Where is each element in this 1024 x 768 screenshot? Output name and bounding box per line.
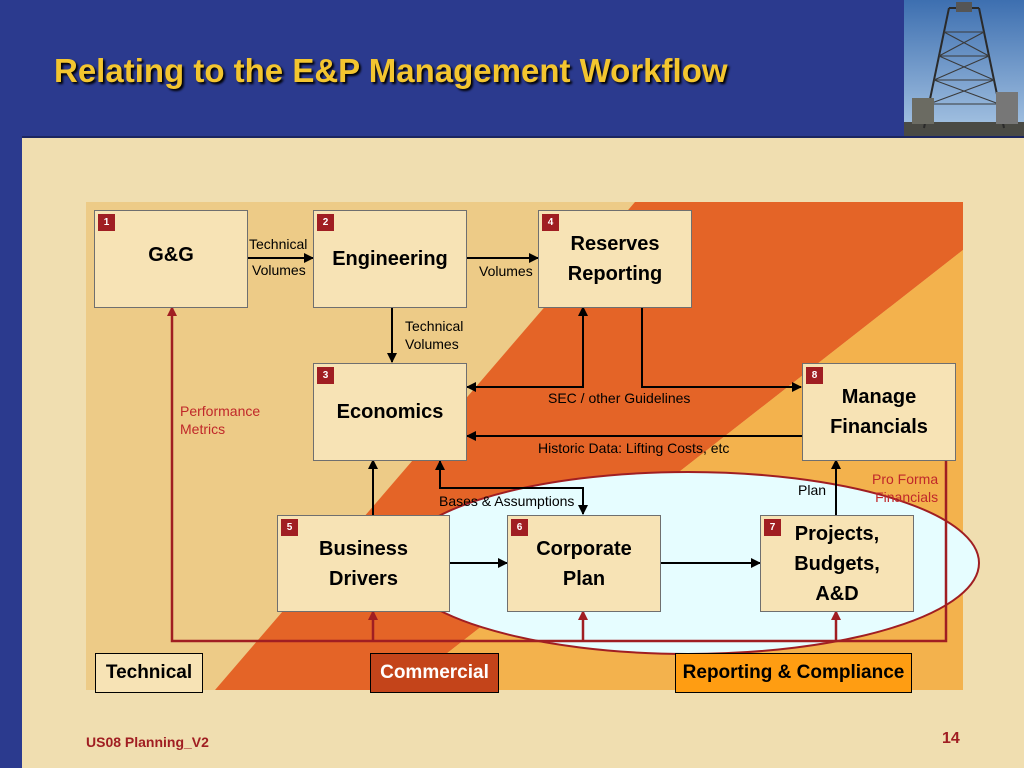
label-technical-1: Technical xyxy=(249,236,308,252)
box-manage-financials: 8 Manage Financials xyxy=(802,363,956,461)
box-label: Economics xyxy=(336,401,444,423)
legend-commercial: Commercial xyxy=(370,653,499,693)
label-volumes-2: Volumes xyxy=(479,263,533,279)
box-label: Business Drivers xyxy=(319,537,408,590)
label-volumes-1: Volumes xyxy=(252,262,306,278)
box-label: G&G xyxy=(148,244,194,266)
box-label: Corporate Plan xyxy=(536,537,632,590)
step-badge: 4 xyxy=(542,214,559,231)
box-projects-budgets: 7 Projects, Budgets, A&D xyxy=(760,515,914,612)
step-badge: 5 xyxy=(281,519,298,536)
box-business-drivers: 5 Business Drivers xyxy=(277,515,450,612)
legend-technical: Technical xyxy=(95,653,203,693)
legend-reporting-compliance: Reporting & Compliance xyxy=(675,653,912,693)
label-performance-metrics: Performance Metrics xyxy=(180,403,261,437)
label-bases-assumptions: Bases & Assumptions xyxy=(439,493,575,509)
step-badge: 3 xyxy=(317,367,334,384)
box-engineering: 2 Engineering xyxy=(313,210,467,308)
label-plan: Plan xyxy=(798,482,827,498)
box-label: Engineering xyxy=(332,248,448,270)
box-label: Projects, Budgets, A&D xyxy=(794,522,880,605)
step-badge: 7 xyxy=(764,519,781,536)
box-economics: 3 Economics xyxy=(313,363,467,461)
box-label: Manage Financials xyxy=(830,386,928,438)
footer-label: US08 Planning_V2 xyxy=(86,734,209,750)
page-title: Relating to the E&P Management Workflow xyxy=(54,52,728,89)
box-label: Reserves Reporting xyxy=(567,233,663,285)
page-number: 14 xyxy=(942,730,960,747)
label-sec-guidelines: SEC / other Guidelines xyxy=(548,390,691,406)
step-badge: 8 xyxy=(806,367,823,384)
label-technical-volumes-2: Technical Volumes xyxy=(405,318,464,352)
feedback-line xyxy=(167,306,948,643)
step-badge: 1 xyxy=(98,214,115,231)
left-accent-bar xyxy=(0,0,22,768)
box-reserves-reporting: 4 Reserves Reporting xyxy=(538,210,692,308)
title-bar: Relating to the E&P Management Workflow xyxy=(22,0,1024,138)
step-badge: 6 xyxy=(511,519,528,536)
step-badge: 2 xyxy=(317,214,334,231)
drilling-rig-photo xyxy=(904,0,1024,136)
arrow-reserves-financials xyxy=(641,307,802,392)
box-gg: 1 G&G xyxy=(94,210,248,308)
label-historic-data: Historic Data: Lifting Costs, etc xyxy=(538,440,730,456)
box-corporate-plan: 6 Corporate Plan xyxy=(507,515,661,612)
label-pro-forma-financials: Pro Forma Financials xyxy=(872,471,939,505)
